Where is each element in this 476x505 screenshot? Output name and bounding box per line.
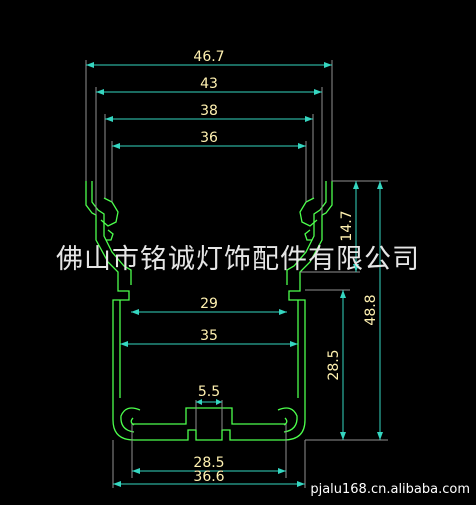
dimension-lines — [86, 62, 383, 487]
profile-right-hook — [277, 407, 298, 433]
profile-left-upper-wall-inner — [91, 181, 132, 285]
extension-lines — [85, 60, 388, 488]
profile-left-hook — [120, 407, 141, 433]
footer-url: pjalu168.cn.alibaba.com — [310, 482, 470, 497]
dim-label-38: 38 — [200, 103, 218, 119]
dim-label-48-8: 48.8 — [363, 294, 379, 325]
profile-outline — [85, 181, 333, 441]
profile-right-upper-wall — [288, 181, 333, 398]
profile-right-lip — [299, 197, 318, 241]
dim-label-43: 43 — [200, 76, 218, 92]
dim-label-29: 29 — [200, 296, 218, 312]
dim-label-35: 35 — [200, 328, 218, 344]
dim-label-36: 36 — [200, 130, 218, 146]
profile-bottom-base — [112, 398, 306, 441]
dim-label-28-5-bottom: 28.5 — [193, 455, 224, 471]
dimension-labels: 46.7 43 38 36 29 35 5.5 28.5 36.6 14.7 4… — [193, 49, 379, 485]
profile-bottom-inner — [132, 407, 286, 425]
company-watermark: 佛山市铭诚灯饰配件有限公司 — [56, 244, 420, 275]
dim-label-28-5-vertical: 28.5 — [326, 349, 342, 380]
dim-label-36-6: 36.6 — [193, 469, 224, 485]
profile-left-upper-wall — [85, 181, 130, 398]
profile-left-lip — [100, 197, 119, 241]
dim-label-5-5: 5.5 — [198, 384, 220, 400]
profile-right-upper-wall-inner — [286, 181, 327, 285]
dim-label-46-7: 46.7 — [193, 49, 224, 65]
dim-label-14-7: 14.7 — [339, 210, 355, 241]
